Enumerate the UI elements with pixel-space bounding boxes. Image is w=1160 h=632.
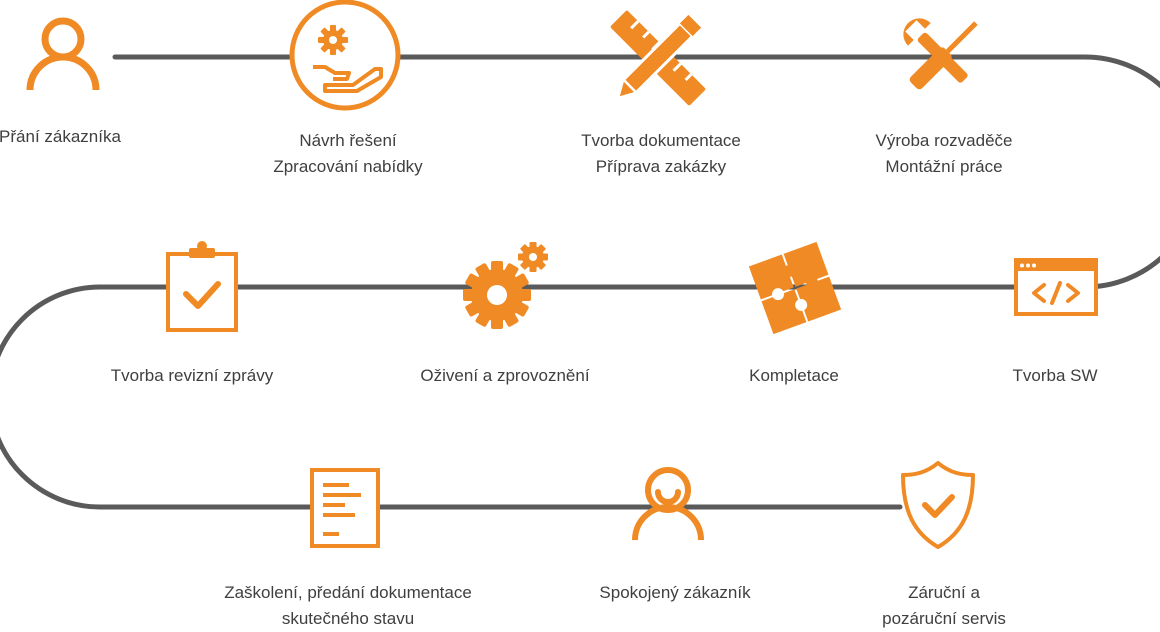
shield-check-icon — [901, 461, 975, 549]
clipboard-check-icon — [166, 241, 238, 332]
gears-icon — [463, 242, 548, 329]
step-label-line: Návrh řešení — [299, 131, 397, 150]
step-label-line: Spokojený zákazník — [599, 583, 751, 602]
step-label-line: Příprava zakázky — [595, 157, 727, 176]
puzzle-icon — [748, 241, 842, 335]
step-label-line: Oživení a zprovoznění — [420, 366, 590, 385]
step-label-line: Přání zákazníka — [0, 127, 121, 146]
hand-gear-icon — [289, 0, 401, 111]
step-label-training: Zaškolení, předání dokumentace skutečnéh… — [224, 580, 472, 632]
ruler-pencil-icon — [610, 10, 706, 106]
step-label-commissioning: Oživení a zprovoznění — [420, 363, 589, 389]
step-label-line: Výroba rozvaděče — [875, 131, 1013, 150]
happy-person-icon — [632, 467, 704, 541]
wrench-screwdriver-icon — [903, 18, 978, 90]
step-label-customer-wish: Přání zákazníka — [0, 124, 121, 150]
step-label-line: Záruční a — [908, 583, 980, 602]
document-icon — [310, 468, 380, 548]
step-label-line: Tvorba SW — [1012, 366, 1098, 385]
step-label-revision-report: Tvorba revizní zprávy — [111, 363, 274, 389]
step-label-switchboard-production: Výroba rozvaděče Montážní práce — [875, 128, 1012, 180]
step-label-completion: Kompletace — [749, 363, 839, 389]
person-icon — [26, 17, 100, 91]
step-label-line: pozáruční servis — [882, 609, 1006, 628]
step-label-line: Montážní práce — [885, 157, 1003, 176]
step-label-line: Tvorba dokumentace — [581, 131, 741, 150]
step-label-line: Kompletace — [749, 366, 839, 385]
step-label-documentation: Tvorba dokumentace Příprava zakázky — [581, 128, 741, 180]
step-label-software: Tvorba SW — [1012, 363, 1097, 389]
step-label-line: skutečného stavu — [281, 609, 415, 628]
step-label-line: Tvorba revizní zprávy — [110, 366, 274, 385]
step-label-satisfied-customer: Spokojený zákazník — [599, 580, 750, 606]
step-label-line: Zpracování nabídky — [273, 157, 423, 176]
step-label-line: Zaškolení, předání dokumentace — [224, 583, 472, 602]
step-label-solution-design: Návrh řešení Zpracování nabídky — [273, 128, 422, 180]
code-window-icon — [1014, 258, 1098, 316]
step-label-warranty-service: Záruční a pozáruční servis — [882, 580, 1006, 632]
